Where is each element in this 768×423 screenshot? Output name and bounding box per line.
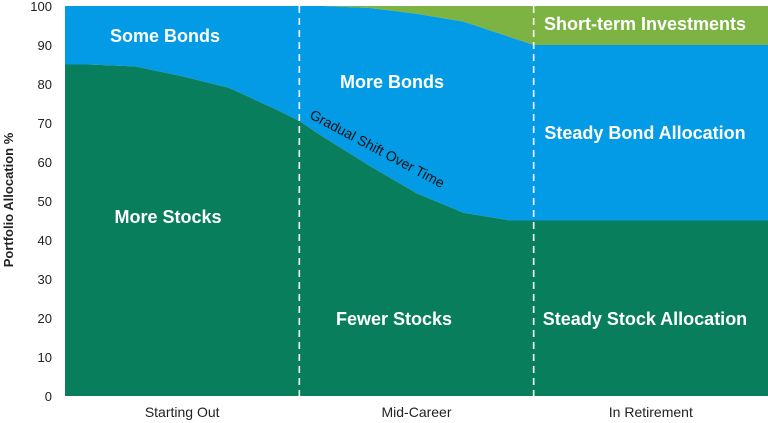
label-steady-stock-allocation: Steady Stock Allocation	[543, 309, 747, 329]
plot-area	[65, 6, 768, 396]
x-axis-ticks: Starting Out Mid-Career In Retirement	[145, 404, 693, 420]
x-phase-label: Mid-Career	[381, 404, 451, 420]
y-tick-label: 0	[45, 389, 52, 404]
y-tick-label: 80	[38, 77, 52, 92]
y-axis-ticks: 0 10 20 30 40 50 60 70 80 90 100	[30, 0, 52, 404]
y-tick-label: 30	[38, 272, 52, 287]
x-phase-label: Starting Out	[145, 404, 220, 420]
x-phase-label: In Retirement	[609, 404, 693, 420]
y-tick-label: 70	[38, 116, 52, 131]
y-tick-label: 100	[30, 0, 52, 14]
y-tick-label: 10	[38, 350, 52, 365]
label-more-bonds: More Bonds	[340, 72, 444, 92]
label-short-term-investments: Short-term Investments	[544, 14, 746, 34]
phase-dividers	[298, 6, 535, 396]
label-more-stocks: More Stocks	[114, 207, 221, 227]
y-axis-label: Portfolio Allocation %	[1, 132, 16, 267]
y-tick-label: 40	[38, 233, 52, 248]
y-tick-label: 20	[38, 311, 52, 326]
bonds-area	[65, 6, 768, 221]
short-term-investments-area	[65, 6, 768, 45]
label-steady-bond-allocation: Steady Bond Allocation	[544, 123, 745, 143]
y-tick-label: 50	[38, 194, 52, 209]
label-fewer-stocks: Fewer Stocks	[336, 309, 452, 329]
label-some-bonds: Some Bonds	[110, 26, 220, 46]
y-tick-label: 60	[38, 155, 52, 170]
stocks-area	[65, 64, 768, 396]
y-tick-label: 90	[38, 38, 52, 53]
